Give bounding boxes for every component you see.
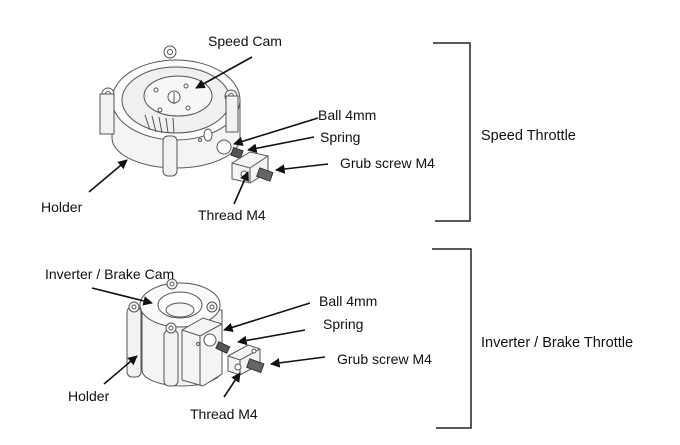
- label-brake-spring: Spring: [323, 316, 364, 332]
- label-brake-thread: Thread M4: [190, 406, 258, 422]
- label-speed-thread: Thread M4: [198, 207, 266, 223]
- label-brake-grub-screw: Grub screw M4: [337, 351, 432, 367]
- arrow-speed-thread: [233, 171, 249, 205]
- label-brake-holder: Holder: [68, 388, 110, 404]
- group-label-brake-throttle: Inverter / Brake Throttle: [481, 335, 634, 351]
- group-label-speed-throttle: Speed Throttle: [481, 128, 576, 144]
- brake-holder-drawing: [126, 278, 223, 387]
- bracket-brake-throttle: [432, 248, 472, 429]
- arrow-brake-grub: [270, 356, 326, 368]
- arrow-brake-thread: [223, 372, 241, 398]
- arrow-brake-ball: [223, 302, 311, 332]
- arrow-speed-spring: [247, 136, 315, 154]
- speed-spring-drawing: [230, 146, 244, 160]
- label-speed-grub-screw: Grub screw M4: [340, 155, 435, 171]
- arrow-speed-grub: [275, 163, 329, 174]
- arrow-brake-holder: [103, 355, 138, 385]
- arrow-speed-cam: [195, 56, 253, 89]
- bracket-speed-throttle: [433, 42, 471, 222]
- brake-grub-screw-drawing: [246, 358, 265, 374]
- speed-grub-screw-drawing: [256, 167, 274, 182]
- speed-holder-drawing: [99, 45, 241, 177]
- brake-spring-drawing: [215, 341, 231, 354]
- arrow-brake-cam: [91, 287, 153, 306]
- arrow-speed-holder: [88, 159, 128, 193]
- label-speed-ball: Ball 4mm: [318, 107, 377, 123]
- label-brake-cam: Inverter / Brake Cam: [45, 266, 175, 282]
- arrow-speed-ball: [233, 117, 319, 147]
- label-speed-holder: Holder: [41, 199, 83, 215]
- label-speed-cam: Speed Cam: [208, 33, 282, 49]
- arrow-brake-spring: [237, 329, 306, 346]
- label-brake-ball: Ball 4mm: [319, 293, 378, 309]
- label-speed-spring: Spring: [320, 129, 361, 145]
